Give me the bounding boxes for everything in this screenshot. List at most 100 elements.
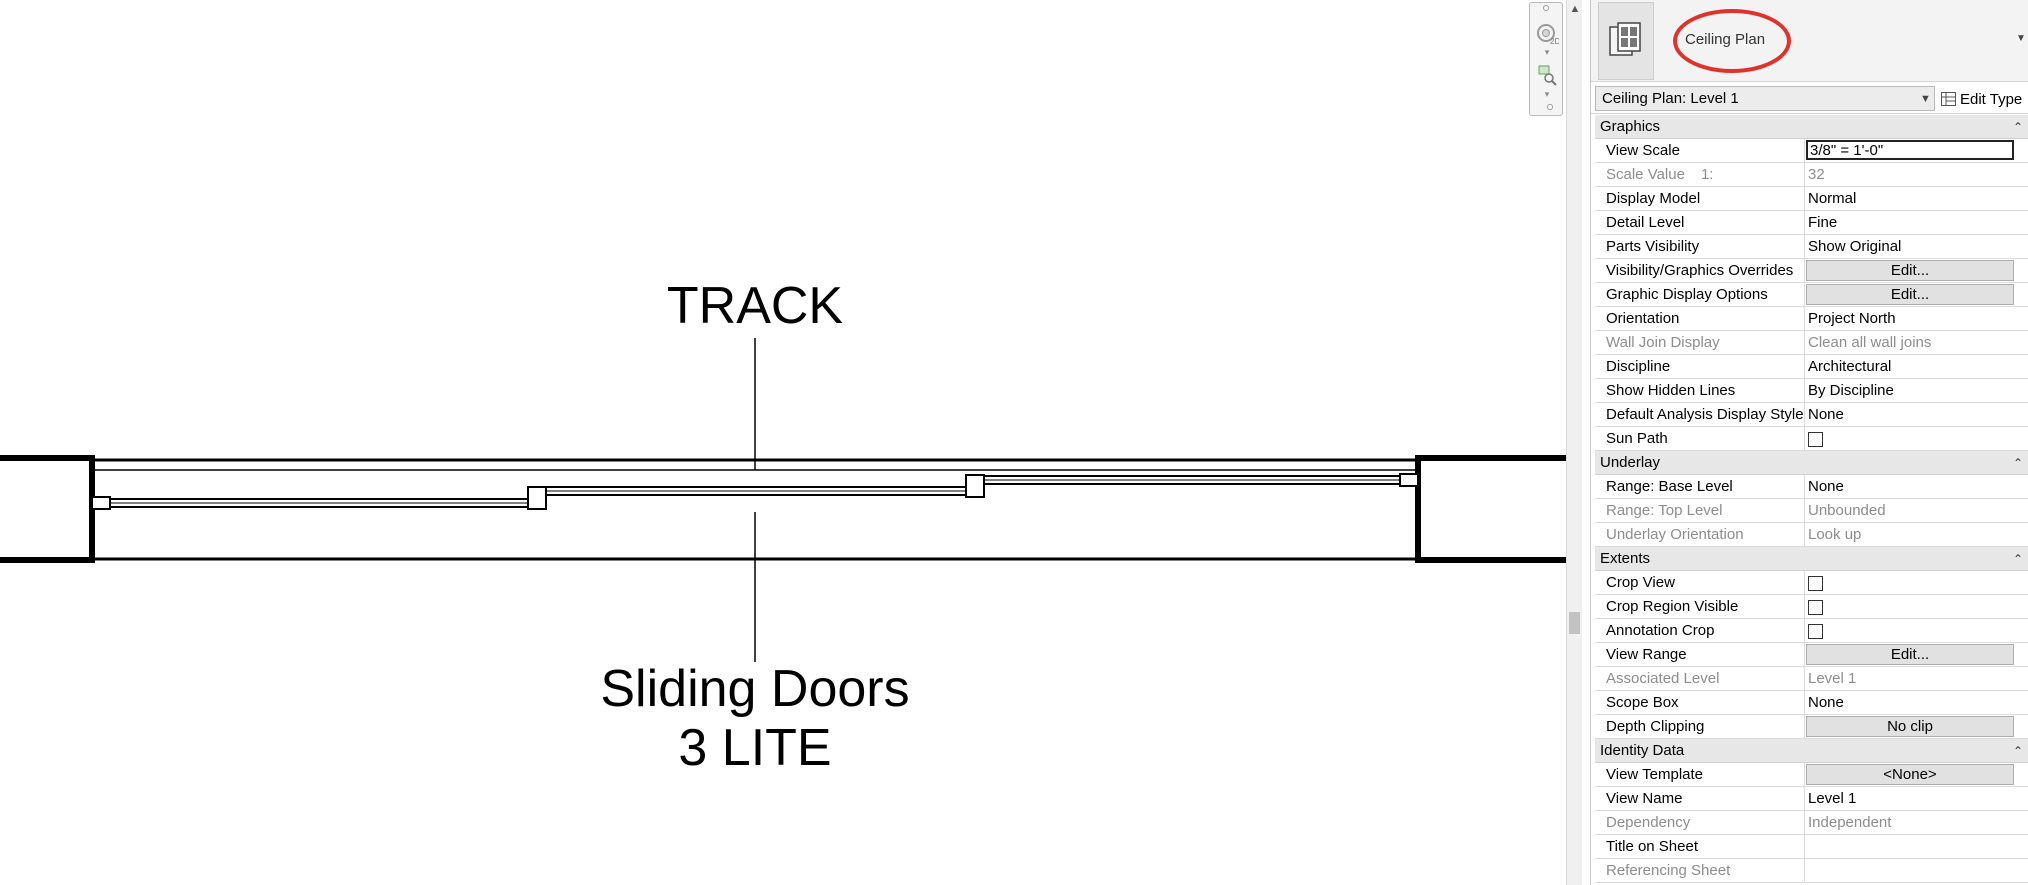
property-label-text: View Name: [1606, 790, 1683, 807]
property-row: Associated Level Level 1: [1595, 667, 2028, 691]
instance-selector[interactable]: Ceiling Plan: Level 1 ▼: [1595, 86, 1935, 111]
checkbox[interactable]: [1808, 576, 1823, 591]
property-row: Crop Region Visible: [1595, 595, 2028, 619]
type-selector[interactable]: Ceiling Plan ▼: [1591, 0, 2028, 82]
panel-1-jamb: [91, 496, 111, 510]
property-label-text: Graphic Display Options: [1606, 286, 1768, 303]
property-value: Look up: [1805, 523, 2028, 546]
steering-wheel-2d-icon[interactable]: 2D: [1535, 21, 1559, 47]
property-value[interactable]: Show Original: [1805, 235, 2028, 258]
property-row: View Template<None>: [1595, 763, 2028, 787]
property-value-text: Show Original: [1808, 238, 1902, 255]
property-value-text: Fine: [1808, 214, 1838, 231]
property-row: Title on Sheet: [1595, 835, 2028, 859]
edit-button[interactable]: Edit...: [1806, 284, 2014, 305]
annotation-sliding-doors[interactable]: Sliding Doors 3 LITE: [560, 660, 950, 778]
property-row: Referencing Sheet: [1595, 859, 2028, 883]
edit-button[interactable]: No clip: [1806, 716, 2014, 737]
drawing-canvas[interactable]: TRACK Sliding Doors 3 LITE 2D ▾ ▾: [0, 0, 1566, 885]
chevron-up-icon[interactable]: ⌃: [2012, 120, 2023, 134]
right-wall: [1415, 455, 1566, 563]
chevron-up-icon[interactable]: ⌃: [2012, 552, 2023, 566]
property-label: Sun Path: [1595, 427, 1805, 450]
property-label-text: Underlay Orientation: [1606, 526, 1744, 543]
property-value[interactable]: None: [1805, 691, 2028, 714]
category-identity-data[interactable]: Identity Data⌃: [1595, 739, 2028, 763]
view-scale-input[interactable]: 3/8" = 1'-0": [1806, 140, 2014, 160]
property-label: Underlay Orientation: [1595, 523, 1805, 546]
property-value[interactable]: [1805, 427, 2028, 450]
property-label: Dependency: [1595, 811, 1805, 834]
property-value[interactable]: Edit...: [1805, 643, 2028, 666]
properties-panel: Ceiling Plan ▼ Ceiling Plan: Level 1 ▼ E…: [1590, 0, 2028, 885]
property-label-text: Parts Visibility: [1606, 238, 1700, 255]
property-value-text: None: [1808, 694, 1844, 711]
annotation-track[interactable]: TRACK: [666, 277, 844, 335]
chevron-up-icon[interactable]: ▲: [1569, 3, 1581, 15]
property-value-text: Independent: [1808, 814, 1892, 831]
chevron-down-icon[interactable]: ▼: [2016, 33, 2026, 44]
property-row: Underlay Orientation Look up: [1595, 523, 2028, 547]
panel-3-jamb: [1399, 473, 1419, 487]
edit-button[interactable]: Edit...: [1806, 260, 2014, 281]
property-value: Level 1: [1805, 667, 2028, 690]
property-value[interactable]: Level 1: [1805, 787, 2028, 810]
chevron-down-icon[interactable]: ▾: [1544, 46, 1550, 57]
property-value[interactable]: [1805, 571, 2028, 594]
property-label: Title on Sheet: [1595, 835, 1805, 858]
property-label-text: Associated Level: [1606, 670, 1720, 687]
category-underlay[interactable]: Underlay⌃: [1595, 451, 2028, 475]
property-label: Graphic Display Options: [1595, 283, 1805, 306]
edit-type-button[interactable]: Edit Type: [1941, 87, 2022, 111]
property-label-text: View Range: [1606, 646, 1687, 663]
category-extents[interactable]: Extents⌃: [1595, 547, 2028, 571]
property-value[interactable]: Edit...: [1805, 283, 2028, 306]
property-label: Default Analysis Display Style: [1595, 403, 1805, 426]
chevron-down-icon: ▼: [1920, 93, 1931, 105]
property-row: View Name Level 1: [1595, 787, 2028, 811]
property-value[interactable]: Normal: [1805, 187, 2028, 210]
chevron-down-icon[interactable]: ▾: [1544, 88, 1550, 99]
canvas-vertical-scrollbar[interactable]: ▲: [1566, 0, 1582, 885]
edit-button[interactable]: Edit...: [1806, 644, 2014, 665]
property-value[interactable]: By Discipline: [1805, 379, 2028, 402]
category-label: Graphics: [1600, 118, 1661, 135]
category-graphics[interactable]: Graphics ⌃: [1595, 115, 2028, 139]
property-value[interactable]: None: [1805, 403, 2028, 426]
property-value[interactable]: 3/8" = 1'-0": [1805, 139, 2028, 162]
property-value[interactable]: Fine: [1805, 211, 2028, 234]
property-value[interactable]: No clip: [1805, 715, 2028, 738]
chevron-up-icon[interactable]: ⌃: [2012, 456, 2023, 470]
property-value-text: Level 1: [1808, 670, 1857, 687]
property-label-text: Show Hidden Lines: [1606, 382, 1736, 399]
checkbox[interactable]: [1808, 600, 1823, 615]
property-value[interactable]: Architectural: [1805, 355, 2028, 378]
property-value[interactable]: [1805, 835, 2028, 858]
checkbox[interactable]: [1808, 624, 1823, 639]
property-value[interactable]: [1805, 595, 2028, 618]
property-value[interactable]: None: [1805, 475, 2028, 498]
property-label: Orientation: [1595, 307, 1805, 330]
property-label: Depth Clipping: [1595, 715, 1805, 738]
property-value-text: Project North: [1808, 310, 1896, 327]
property-label: Visibility/Graphics Overrides: [1595, 259, 1805, 282]
chevron-up-icon[interactable]: ⌃: [2012, 744, 2023, 758]
property-value: Unbounded: [1805, 499, 2028, 522]
property-value[interactable]: <None>: [1805, 763, 2028, 786]
checkbox[interactable]: [1808, 432, 1823, 447]
svg-text:2D: 2D: [1550, 37, 1559, 46]
property-value[interactable]: Project North: [1805, 307, 2028, 330]
property-value[interactable]: [1805, 619, 2028, 642]
scrollbar-thumb[interactable]: [1569, 612, 1580, 634]
zoom-region-icon[interactable]: [1535, 63, 1559, 87]
edit-button[interactable]: <None>: [1806, 764, 2014, 785]
property-label: Range: Base Level: [1595, 475, 1805, 498]
ceiling-plan-view-icon: [1598, 2, 1654, 80]
property-value[interactable]: Edit...: [1805, 259, 2028, 282]
highlight-circle: [1673, 9, 1791, 73]
property-label-text: Sun Path: [1606, 430, 1668, 447]
